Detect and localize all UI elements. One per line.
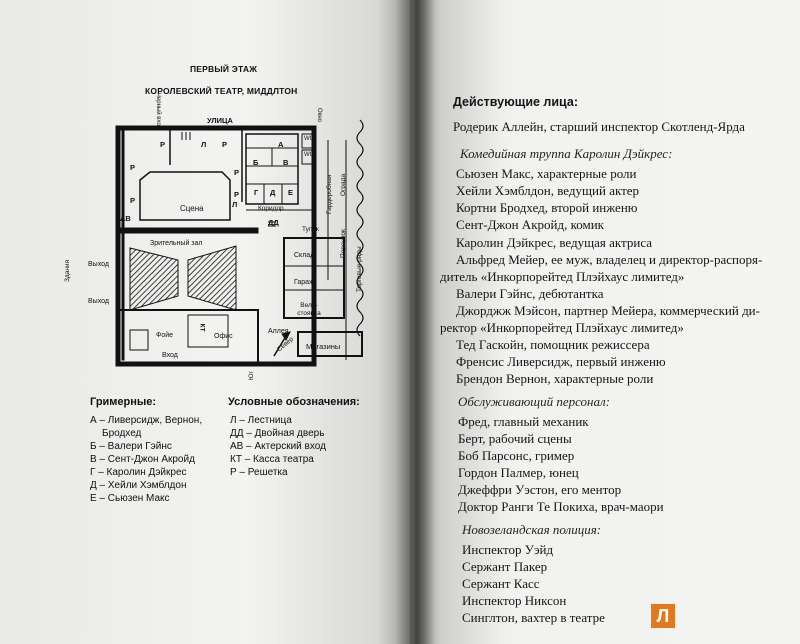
plan-wc-2: WC — [304, 152, 314, 158]
troupe-member: Каролин Дэйкрес, ведущая актриса — [456, 235, 653, 250]
staff-member: Доктор Ранги Те Покиха, врач-маори — [458, 499, 664, 514]
legend-symbol-item: КТ – Касса театра — [230, 454, 314, 465]
police-member: Сержант Касс — [462, 576, 540, 591]
legend-dressing-title: Гримерные: — [90, 396, 157, 408]
legend-symbol-item: Л – Лестница — [230, 415, 292, 426]
right-page — [410, 0, 800, 644]
plan-grille-5: Р — [130, 196, 136, 205]
legend-dressing-item: А – Ливерсидж, Вернон, — [90, 415, 203, 426]
troupe-member: Хейли Хэмблдон, ведущий актер — [456, 183, 640, 198]
legend-dressing-item: Е – Сьюзен Макс — [90, 493, 170, 504]
plan-foyer: Фойе — [156, 332, 174, 339]
staff-member: Боб Парсонс, гример — [458, 448, 575, 463]
troupe-title: Комедийная труппа Каролин Дэйкрес: — [460, 146, 673, 161]
plan-double-door: ДД — [268, 218, 279, 227]
plan-bike-parking: Вело-стоянка — [297, 302, 321, 317]
plan-exit-2: Выход — [88, 298, 109, 305]
left-page — [0, 0, 410, 644]
police-member: Инспектор Никсон — [462, 593, 567, 608]
police-title: Новозеландская полиция: — [462, 522, 602, 537]
legend-dressing-item: Д – Хейли Хэмблдон — [90, 480, 187, 491]
plan-fence: Ограда — [340, 173, 347, 196]
publisher-logo: Л — [651, 604, 675, 628]
troupe-member: Сьюзен Макс, характерные роли — [456, 166, 637, 181]
plan-room-b: Б — [253, 158, 259, 167]
staff-title: Обслуживающий персонал: — [458, 394, 611, 409]
plan-grille-6: Р — [234, 190, 240, 199]
legend-symbols-title: Условные обозначения: — [228, 396, 360, 408]
plan-south: Юг — [248, 371, 255, 380]
troupe-member: Кортни Бродхед, второй инженю — [456, 200, 638, 215]
plan-box-office: КТ — [198, 323, 206, 332]
plan-stairs-2: Л — [232, 200, 238, 209]
plan-room-d: Д — [270, 188, 276, 197]
plan-garage: Гараж — [294, 279, 314, 286]
legend-dressing-item: Бродхед — [102, 428, 142, 439]
plan-lane: Переулок — [340, 229, 347, 258]
plan-actors-entrance: АВ — [120, 214, 131, 223]
plan-room-g: Г — [254, 188, 259, 197]
plan-shops: Магазины — [306, 342, 341, 351]
plan-deadend: Тупик — [302, 226, 319, 233]
troupe-member: Джорджж Мэйсон, партнер Мейера, коммерче… — [456, 303, 760, 318]
plan-black-entrance: Черный вход — [155, 92, 162, 130]
cast-lead: Родерик Аллейн, старший инспектор Скотле… — [453, 119, 745, 134]
plan-grille-1: Р — [160, 140, 166, 149]
police-member: Сержант Пакер — [462, 559, 548, 574]
plan-wardrobe: Гардеробная — [326, 174, 333, 214]
plan-grille-4: Р — [234, 168, 240, 177]
plan-hall: Зрительный зал — [150, 240, 203, 247]
troupe-member: Валери Гэйнс, дебютантка — [456, 286, 604, 301]
plan-buildings: Здания — [64, 259, 71, 282]
legend-symbol-item: ДД – Двойная дверь — [230, 428, 325, 439]
plan-street: УЛИЦА — [207, 116, 233, 125]
police-member: Инспектор Уэйд — [462, 542, 554, 557]
legend-dressing-item: В – Сент-Джон Акройд — [90, 454, 195, 465]
plan-corridor: Коридор — [258, 205, 284, 212]
police-member: Синглтон, вахтер в театре — [462, 610, 605, 625]
troupe-member: ректор «Инкорпорейтед Плэйхаус лимитед» — [440, 320, 684, 335]
plan-grille-3: Р — [130, 163, 136, 172]
plan-market: Торговые ряды — [356, 246, 363, 292]
troupe-member: Френсис Ливерсидж, первый инженю — [456, 354, 666, 369]
troupe-member: дитель «Инкорпорейтед Плэйхаус лимитед» — [440, 269, 685, 284]
troupe-member: Тед Гаскойн, помощник режиссера — [456, 337, 650, 352]
staff-member: Джеффри Уэстон, его ментор — [458, 482, 622, 497]
staff-member: Фред, главный механик — [458, 414, 589, 429]
plan-wc-1: WC — [304, 136, 314, 142]
troupe-member: Сент-Джон Акройд, комик — [456, 217, 604, 232]
legend-dressing-item: Г – Каролин Дэйкрес — [90, 467, 187, 478]
legend-dressing-item: Б – Валери Гэйнс — [90, 441, 172, 452]
plan-office: Офис — [214, 333, 233, 340]
plan-exit-1: Выход — [88, 261, 109, 268]
plan-window: Окно — [315, 108, 322, 122]
plan-drawing — [115, 119, 364, 367]
plan-entrance: Вход — [162, 352, 178, 359]
troupe-member: Альфред Мейер, ее муж, владелец и директ… — [456, 252, 763, 267]
plan-room-v: В — [283, 158, 289, 167]
plan-stage: Сцена — [180, 204, 204, 213]
plan-room-e: Е — [288, 188, 294, 197]
book-gutter — [395, 0, 435, 644]
cast-heading: Действующие лица: — [453, 95, 578, 109]
legend-symbol-item: АВ – Актерский вход — [230, 441, 326, 452]
plan-warehouse: Склад — [294, 252, 315, 259]
plan-stairs-1: Л — [201, 140, 207, 149]
plan-floor-title: ПЕРВЫЙ ЭТАЖ — [190, 64, 258, 74]
staff-member: Гордон Палмер, юнец — [458, 465, 579, 480]
troupe-member: Брендон Вернон, характерные роли — [456, 371, 654, 386]
legend-symbol-item: Р – Решетка — [230, 467, 288, 478]
plan-room-a: А — [278, 140, 284, 149]
plan-theatre-title: КОРОЛЕВСКИЙ ТЕАТР, МИДДЛТОН — [145, 86, 298, 96]
plan-grille-2: Р — [222, 140, 228, 149]
plan-alley: Аллея — [268, 328, 289, 335]
staff-member: Берт, рабочий сцены — [458, 431, 572, 446]
